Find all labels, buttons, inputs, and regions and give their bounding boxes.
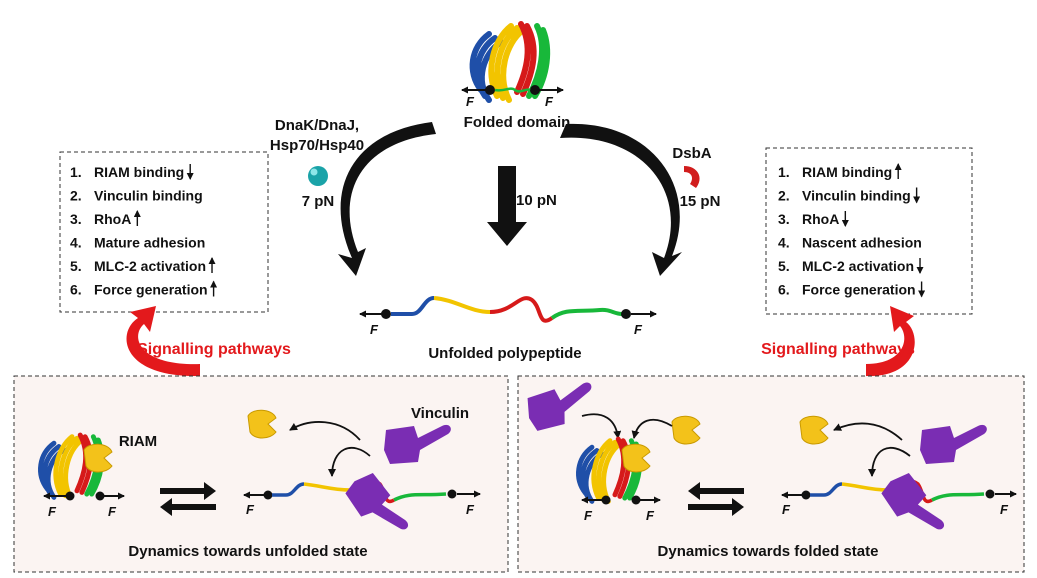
right-signalling-arrow [866, 306, 915, 377]
chaperone-label-1: DnaK/DnaJ, [275, 117, 359, 134]
force-label: F [634, 322, 643, 337]
unfolded-dynamics-caption: Dynamics towards unfolded state [128, 543, 367, 560]
binding-arrow [631, 418, 673, 439]
list-item-number: 3. [70, 211, 82, 227]
list-item-text: MLC-2 activation [802, 258, 914, 274]
list-item-text: RhoA [94, 211, 131, 227]
force-label: F [108, 504, 117, 519]
equilibrium-arrows-icon [688, 482, 744, 516]
list-item-text: RIAM binding [94, 164, 184, 180]
force-label: F [370, 322, 379, 337]
list-item-text: Vinculin binding [94, 188, 203, 204]
right-signalling-label: Signalling pathways [761, 341, 915, 358]
list-item-text: RIAM binding [802, 164, 892, 180]
force-label: F [545, 94, 554, 109]
unfolded-polypeptide-icon [359, 296, 657, 323]
force-label: F [246, 502, 255, 517]
list-item-number: 4. [70, 235, 82, 251]
unfolded-polypeptide-label: Unfolded polypeptide [428, 345, 581, 362]
list-item-text: Force generation [802, 282, 916, 298]
riam-label: RIAM [119, 433, 157, 450]
chaperone-label-2: Hsp70/Hsp40 [270, 137, 364, 154]
folded-domain-label: Folded domain [464, 114, 571, 131]
right-outcome-list: 1. RIAM binding 2. Vinculin binding 3. RhoA 4.… [778, 163, 926, 298]
list-item-text: Mature adhesion [94, 235, 205, 251]
middle-force-label: 10 pN [516, 192, 557, 209]
force-label: F [646, 508, 655, 523]
list-item-text: Vinculin binding [802, 188, 911, 204]
left-signalling-label: Signalling pathways [137, 341, 291, 358]
right-outcome-box [765, 147, 973, 315]
dsba-label: DsbA [672, 145, 711, 162]
folded-dynamics-caption: Dynamics towards folded state [658, 543, 879, 560]
list-item-number: 3. [778, 211, 790, 227]
unfolded-chain-with-vinculin-icon [781, 468, 1017, 547]
binding-arrow [289, 421, 361, 441]
list-item-text: Nascent adhesion [802, 235, 922, 251]
binding-arrow [328, 446, 371, 477]
unfolded-chain-with-vinculin-icon [243, 468, 481, 547]
left-outcome-box [59, 151, 269, 313]
force-label: F [584, 508, 593, 523]
binding-arrow [868, 446, 911, 477]
list-item-text: MLC-2 activation [94, 258, 206, 274]
list-item-number: 1. [778, 164, 790, 180]
left-signalling-arrow [126, 306, 200, 377]
list-item-number: 1. [70, 164, 82, 180]
force-label: F [466, 502, 475, 517]
chaperone-sphere-icon [308, 166, 328, 186]
force-label: F [48, 504, 57, 519]
dsba-icon [684, 166, 700, 188]
list-item-number: 5. [70, 258, 82, 274]
left-force-label: 7 pN [302, 193, 335, 210]
list-item-text: Force generation [94, 282, 208, 298]
binding-arrow [581, 413, 622, 439]
folded-force-arrows [461, 85, 564, 95]
left-curved-arrow [338, 122, 436, 276]
list-item-text: RhoA [802, 211, 839, 227]
middle-down-arrow [487, 166, 527, 246]
force-label: F [466, 94, 475, 109]
force-label: F [1000, 502, 1009, 517]
list-item-number: 4. [778, 235, 790, 251]
right-folded-force-arrows [581, 495, 661, 505]
list-item-number: 2. [70, 188, 82, 204]
list-item-number: 6. [778, 282, 790, 298]
left-outcome-list: 1. RIAM binding 2. Vinculin binding 3. RhoA 4.… [70, 164, 218, 298]
vinculin-label: Vinculin [411, 405, 469, 422]
equilibrium-arrows-icon [160, 482, 216, 516]
list-item-number: 2. [778, 188, 790, 204]
binding-arrow [833, 422, 903, 441]
list-item-number: 6. [70, 282, 82, 298]
list-item-number: 5. [778, 258, 790, 274]
right-curved-arrow [560, 123, 682, 276]
force-label: F [782, 502, 791, 517]
left-folded-force-arrows [43, 491, 125, 501]
right-force-label: 15 pN [680, 193, 721, 210]
